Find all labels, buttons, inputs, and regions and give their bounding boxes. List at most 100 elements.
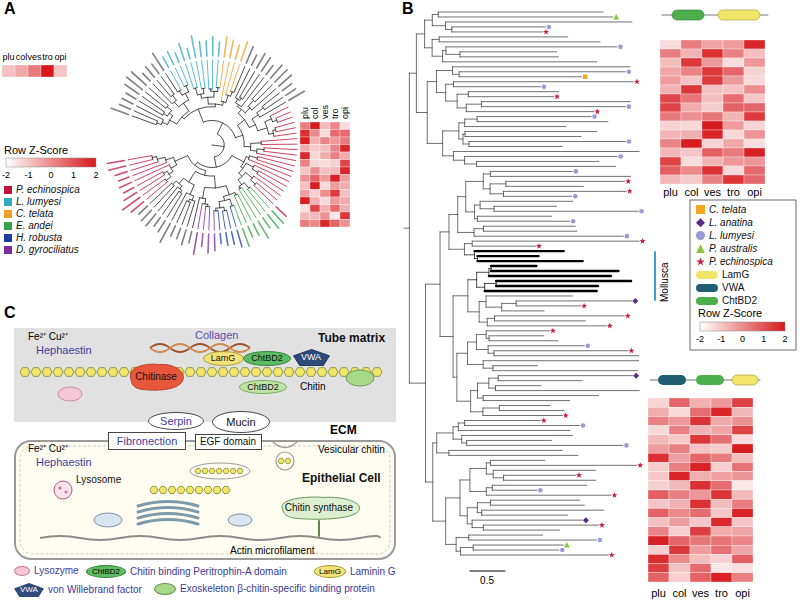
text-label: tro [330,108,340,119]
species-marker [554,94,560,100]
box-shape [195,435,261,450]
branch-arc [195,171,214,176]
branch-line [436,92,445,93]
tree-tip [439,41,600,42]
branch-line [471,390,478,391]
tree-tip [213,211,215,230]
branch-line [488,353,494,354]
heatmap-cell [711,407,732,416]
heatmap-cell [723,76,744,85]
legend-text: P. echinospica [709,256,773,268]
tree-tip [459,71,625,72]
tree-tip [499,410,564,411]
heatmap-cell [648,472,669,481]
branch-line [257,148,264,150]
tree-tip [499,405,550,406]
branch-line [248,101,253,107]
heatmap-cell [330,160,340,168]
legend-row: D. gyrociliatus [4,244,79,256]
tree-tip [216,60,218,87]
legend-box [690,200,796,350]
branch-line [433,442,437,443]
tree-tip [242,187,261,214]
tree-tip [489,275,611,277]
tree-tip [483,395,598,396]
domain-pill [696,375,724,385]
tree-tip [462,435,573,436]
leaf-name-mark [109,166,126,170]
heatmap-cell [330,212,340,220]
heatmap-cell [330,220,340,228]
tree-tip [485,290,597,292]
tree-tip [489,340,558,341]
tree-tip [477,121,608,122]
heatmap-cell [711,426,732,435]
leaf-name-mark [214,234,216,251]
branch-line [425,47,433,48]
heatmap-cell [669,573,690,582]
heatmap-cell [690,573,711,582]
heatmap-cell [648,545,669,554]
branch-line [217,88,218,92]
chitin-unit [97,368,107,377]
chitin-unit [295,368,305,377]
chitin-unit [229,368,239,377]
node-text: ChtBD2 [247,382,279,392]
branch-line [185,93,188,100]
heatmap-cell [732,481,753,490]
shape-node: EGF domain [195,434,262,450]
leaf-name-mark [122,98,133,104]
tree-tip [254,165,288,181]
chitin-unit [328,368,338,377]
heatmap-cell [310,197,320,205]
heatmap-cell [744,85,765,94]
branch-line [477,272,489,273]
branch-line [174,102,178,107]
text-label: 0 [48,170,53,180]
species-marker [609,552,615,558]
branch-line [457,107,466,108]
branch-line [458,232,474,233]
species-marker [599,522,605,528]
branch-line [476,334,486,335]
leaf-name-mark [163,57,169,67]
shape-node: Chitinase [127,363,185,391]
heatmap-cell [330,182,340,190]
leaf-name-mark [224,37,227,57]
branch-line [483,368,493,369]
branch-line [238,109,241,113]
tree-tip [495,315,625,316]
cell-membrane [15,441,395,559]
branch-line [251,142,261,143]
ellipse-shape [244,352,291,366]
heatmap-cell [300,122,310,130]
heatmap-cell [300,190,310,198]
heatmap-cell [669,426,690,435]
branch-line [204,199,206,204]
branch-line [237,120,244,126]
heatmap-cell [723,148,744,157]
tree-tip [449,450,562,451]
branch-line [189,171,196,182]
tree-tip [506,186,583,187]
heatmap-cell [702,67,723,76]
tree-tip [469,146,562,147]
heatmap-cell [340,160,350,168]
species-marker [624,443,629,448]
species-marker [573,194,578,199]
branch-line [239,173,242,176]
heatmap-cell [669,472,690,481]
branch-line [235,192,236,194]
heatmap-cell [330,137,340,145]
tree-tip [220,61,224,88]
heatmap-cell [660,139,681,148]
branch-line [186,86,189,92]
branch-line [436,70,452,71]
leaf-name-mark [219,234,222,244]
branch-line [432,56,443,57]
node-text: LamG [211,353,236,363]
branch-line [214,176,216,188]
tree-tip [449,455,578,456]
heatmap-cell [310,190,320,198]
branch-arc [237,106,245,112]
